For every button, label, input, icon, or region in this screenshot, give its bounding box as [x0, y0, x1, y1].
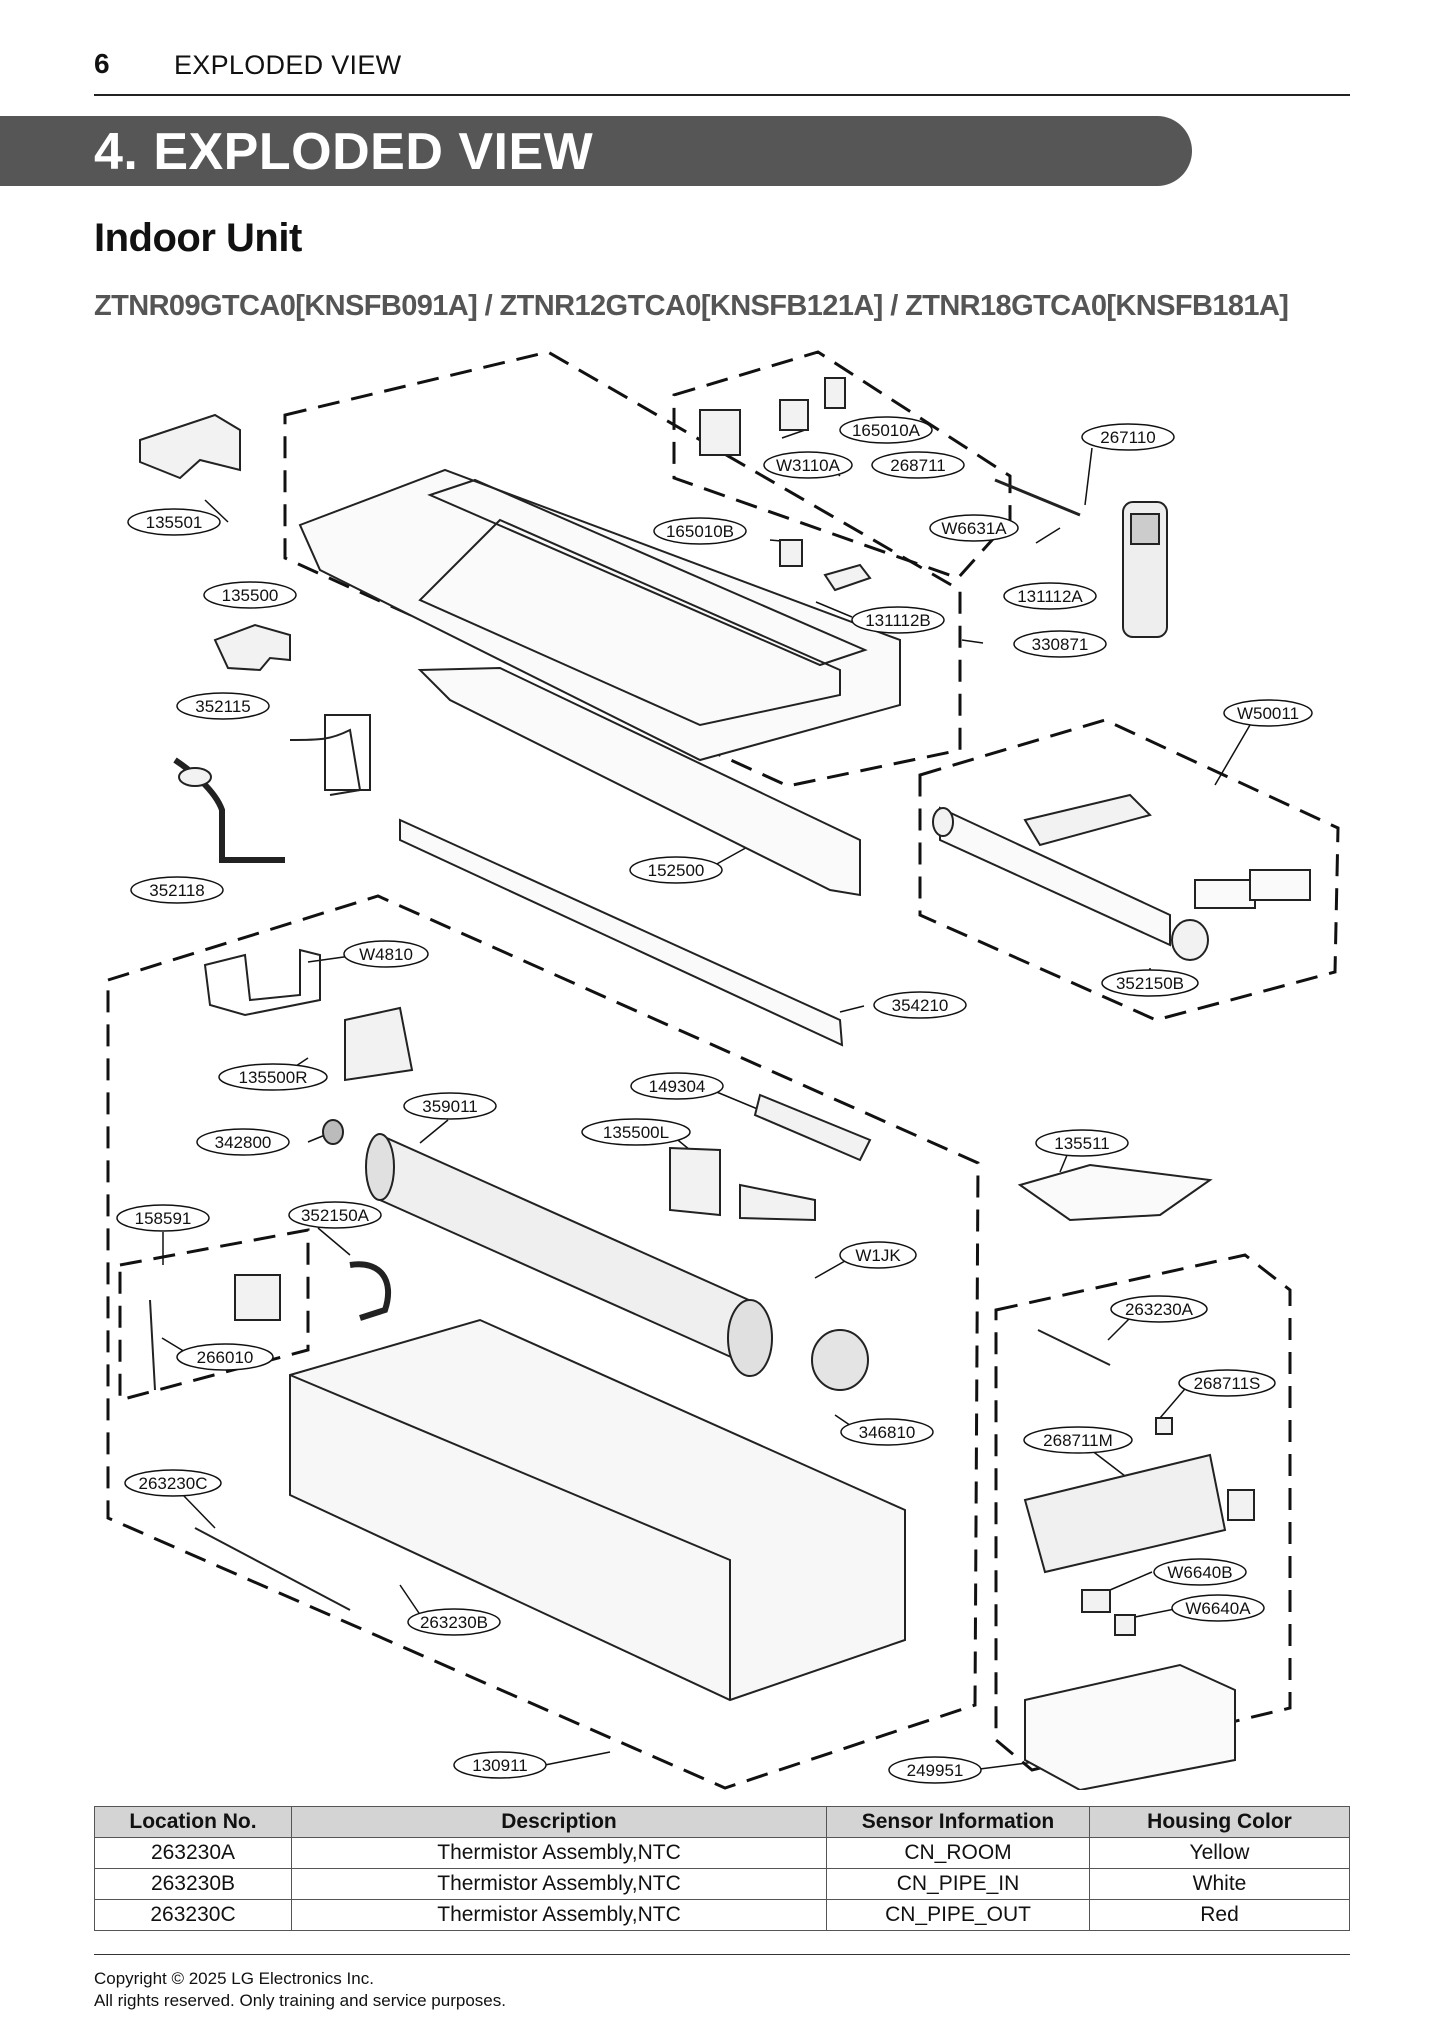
- label-W50011: W50011: [1237, 704, 1299, 723]
- column-header: Description: [291, 1806, 827, 1838]
- label-135511: 135511: [1054, 1134, 1109, 1153]
- label-249951: 249951: [907, 1761, 964, 1780]
- page-number: 6: [94, 48, 110, 79]
- label-W6640A: W6640A: [1185, 1599, 1251, 1618]
- label-W6631A: W6631A: [941, 519, 1007, 538]
- thermistor-table: Location No. Description Sensor Informat…: [94, 1806, 1350, 1931]
- header-section-title: EXPLODED VIEW: [174, 50, 402, 80]
- exploded-view-diagram: 135501 135500 352115 352118 W4810 135500…: [0, 340, 1434, 1790]
- label-263230A: 263230A: [1125, 1300, 1194, 1319]
- label-165010A: 165010A: [852, 421, 921, 440]
- group-outline-chassis: [283, 350, 962, 788]
- label-268711: 268711: [890, 456, 945, 475]
- chapter-banner: 4. EXPLODED VIEW: [0, 116, 1192, 186]
- label-266010: 266010: [197, 1348, 254, 1367]
- label-135501: 135501: [146, 513, 203, 532]
- table-cell: 263230A: [94, 1837, 292, 1869]
- label-352150B: 352150B: [1116, 974, 1184, 993]
- label-342800: 342800: [215, 1133, 272, 1152]
- label-135500R: 135500R: [238, 1068, 307, 1087]
- table-cell: Red: [1089, 1899, 1350, 1931]
- label-135500L: 135500L: [603, 1123, 669, 1142]
- table-cell: 263230B: [94, 1868, 292, 1900]
- label-359011: 359011: [422, 1097, 477, 1116]
- table-cell: CN_PIPE_IN: [826, 1868, 1090, 1900]
- table-header-row: Location No. Description Sensor Informat…: [94, 1806, 1350, 1838]
- page-header: 6 EXPLODED VIEW: [94, 48, 1350, 96]
- label-131112B: 131112B: [865, 611, 931, 630]
- table-cell: CN_PIPE_OUT: [826, 1899, 1090, 1931]
- group-outline-accessory: [918, 718, 1340, 1022]
- label-W4810: W4810: [359, 945, 413, 964]
- footer-divider: [94, 1954, 1350, 1955]
- table-row: 263230C Thermistor Assembly,NTC CN_PIPE_…: [94, 1899, 1350, 1931]
- part-labels: [116, 416, 1313, 1784]
- label-268711M: 268711M: [1043, 1431, 1113, 1450]
- label-263230B: 263230B: [420, 1613, 488, 1632]
- model-numbers: ZTNR09GTCA0[KNSFB091A] / ZTNR12GTCA0[KNS…: [94, 290, 1289, 322]
- table-row: 263230B Thermistor Assembly,NTC CN_PIPE_…: [94, 1868, 1350, 1900]
- table-cell: Thermistor Assembly,NTC: [291, 1837, 827, 1869]
- label-W1JK: W1JK: [855, 1246, 901, 1265]
- label-165010B: 165010B: [666, 522, 734, 541]
- label-149304: 149304: [649, 1077, 706, 1096]
- label-135500: 135500: [222, 586, 279, 605]
- label-158591: 158591: [135, 1209, 192, 1228]
- label-130911: 130911: [472, 1756, 527, 1775]
- label-354210: 354210: [892, 996, 949, 1015]
- label-131112A: 131112A: [1017, 587, 1083, 606]
- column-header: Location No.: [94, 1806, 292, 1838]
- table-row: 263230A Thermistor Assembly,NTC CN_ROOM …: [94, 1837, 1350, 1869]
- rights-line: All rights reserved. Only training and s…: [94, 1991, 506, 2010]
- copyright-line: Copyright © 2025 LG Electronics Inc.: [94, 1969, 374, 1988]
- label-268711S: 268711S: [1194, 1374, 1261, 1393]
- label-352118: 352118: [149, 881, 204, 900]
- column-header: Housing Color: [1089, 1806, 1350, 1838]
- label-W3110A: W3110A: [776, 456, 841, 475]
- group-outline-pcb: [994, 1253, 1292, 1772]
- label-152500: 152500: [648, 861, 705, 880]
- part-drawings: [139, 377, 1311, 1790]
- label-352150A: 352150A: [301, 1206, 370, 1225]
- copyright: Copyright © 2025 LG Electronics Inc. All…: [94, 1968, 506, 2012]
- table-cell: 263230C: [94, 1899, 292, 1931]
- table-cell: CN_ROOM: [826, 1837, 1090, 1869]
- table-cell: Thermistor Assembly,NTC: [291, 1868, 827, 1900]
- column-header: Sensor Information: [826, 1806, 1090, 1838]
- group-outline-pump: [118, 1228, 310, 1402]
- table-cell: Yellow: [1089, 1837, 1350, 1869]
- label-263230C: 263230C: [138, 1474, 207, 1493]
- label-W6640B: W6640B: [1167, 1563, 1232, 1582]
- group-outline-body: [106, 894, 980, 1790]
- table-cell: Thermistor Assembly,NTC: [291, 1899, 827, 1931]
- unit-title: Indoor Unit: [94, 216, 302, 260]
- label-346810: 346810: [859, 1423, 916, 1442]
- table-cell: White: [1089, 1868, 1350, 1900]
- chapter-title: 4. EXPLODED VIEW: [94, 123, 594, 181]
- label-330871: 330871: [1032, 635, 1089, 654]
- label-352115: 352115: [195, 697, 250, 716]
- label-267110: 267110: [1100, 428, 1155, 447]
